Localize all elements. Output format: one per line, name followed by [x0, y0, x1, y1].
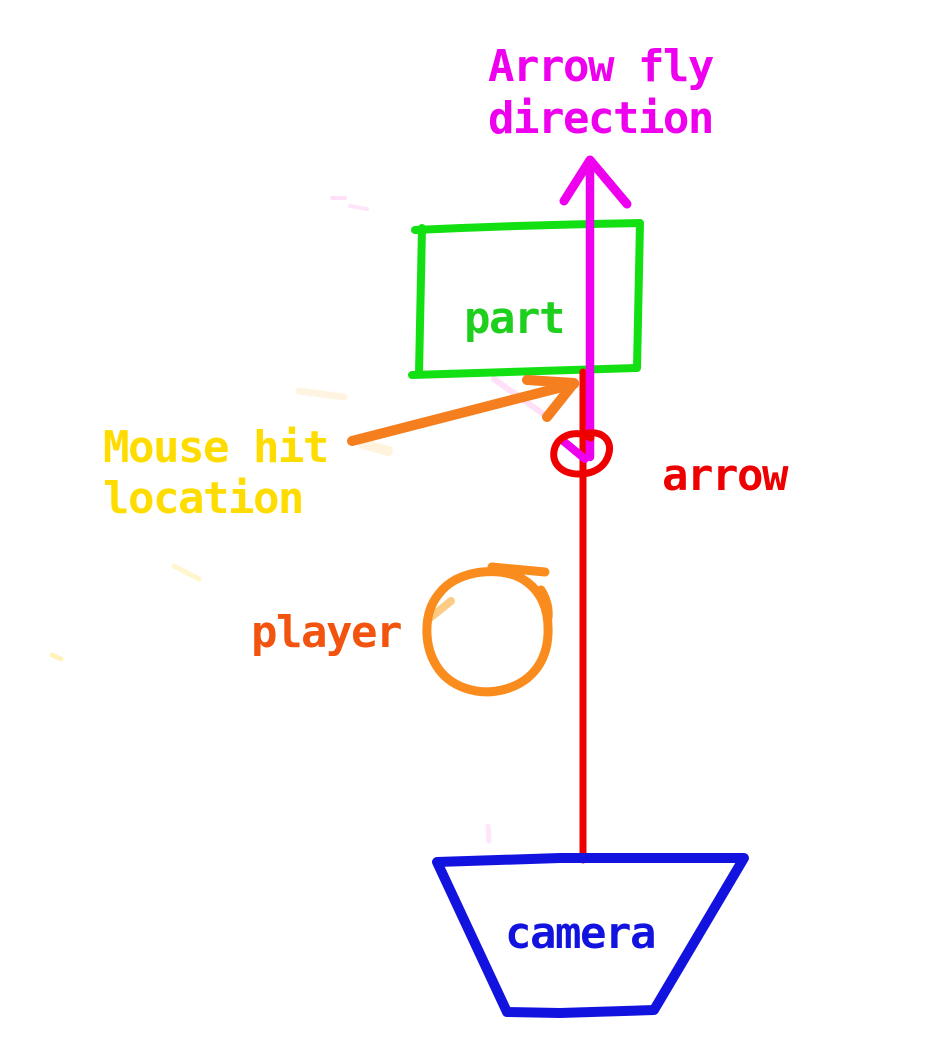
smudge-cream-dash-1	[295, 387, 348, 401]
smudge-yellow-dot	[49, 652, 64, 662]
mouse-hit-pointer-shaft	[347, 379, 579, 446]
smudge-cream-dash-2	[358, 439, 393, 456]
mouse-hit-pointer-arrowhead-icon	[522, 375, 579, 422]
part-box	[408, 219, 644, 379]
player-circle-inner-stroke	[426, 597, 455, 622]
label-arrow-fly-direction-line2: direction	[488, 93, 713, 144]
label-player: player	[251, 607, 401, 658]
smudge-pink-vertical	[485, 823, 492, 844]
camera-frustum	[432, 853, 749, 1018]
fly-direction-line-tail	[558, 436, 589, 463]
label-mouse-hit-location-line1: Mouse hit	[103, 422, 328, 473]
player-circle-overstroke	[487, 562, 553, 623]
label-part: part	[464, 293, 564, 344]
label-arrow: arrow	[662, 450, 789, 501]
player-circle	[422, 567, 553, 697]
fly-direction-arrowhead-icon	[559, 155, 632, 209]
smudge-yellow-dash	[171, 563, 202, 582]
label-arrow-fly-direction-line1: Arrow fly	[488, 41, 714, 92]
arrow-scribble	[550, 429, 614, 478]
label-camera: camera	[505, 908, 655, 959]
label-mouse-hit-location-line2: location	[103, 473, 303, 524]
smudge-pink-dash-2	[348, 204, 369, 211]
